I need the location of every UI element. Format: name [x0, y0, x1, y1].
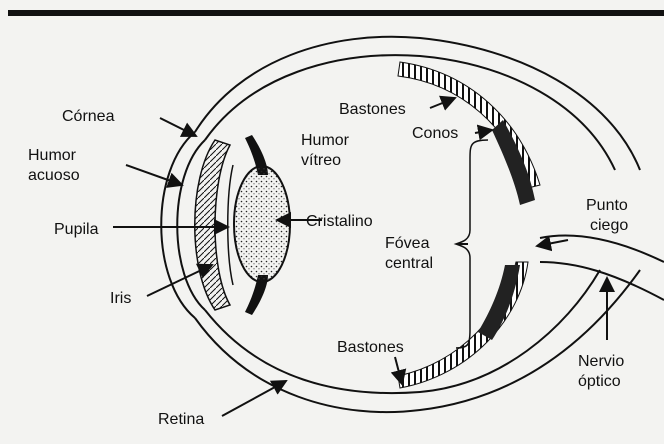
label-fovea-1: Fóvea	[385, 235, 430, 252]
label-conos: Conos	[412, 125, 458, 142]
label-humor-acuoso-2: acuoso	[28, 167, 80, 184]
label-cornea: Córnea	[62, 108, 115, 125]
pointer-lines	[113, 98, 607, 416]
lens	[234, 166, 290, 282]
label-humor-vitreo-2: vítreo	[301, 152, 341, 169]
label-pupila: Pupila	[54, 221, 99, 238]
label-humor-vitreo-1: Humor	[301, 132, 350, 149]
label-punto-ciego-2: ciego	[590, 217, 628, 234]
label-cristalino: Cristalino	[306, 213, 373, 230]
iris	[195, 140, 230, 310]
label-iris: Iris	[110, 290, 131, 307]
label-bastones-bottom: Bastones	[337, 339, 404, 356]
label-humor-acuoso-1: Humor	[28, 147, 77, 164]
pupil-edge	[228, 165, 233, 285]
label-punto-ciego-1: Punto	[586, 197, 628, 214]
label-bastones-top: Bastones	[339, 101, 406, 118]
label-nervio-1: Nervio	[578, 353, 624, 370]
label-nervio-2: óptico	[578, 373, 621, 390]
label-fovea-2: central	[385, 255, 433, 272]
label-retina: Retina	[158, 411, 204, 428]
